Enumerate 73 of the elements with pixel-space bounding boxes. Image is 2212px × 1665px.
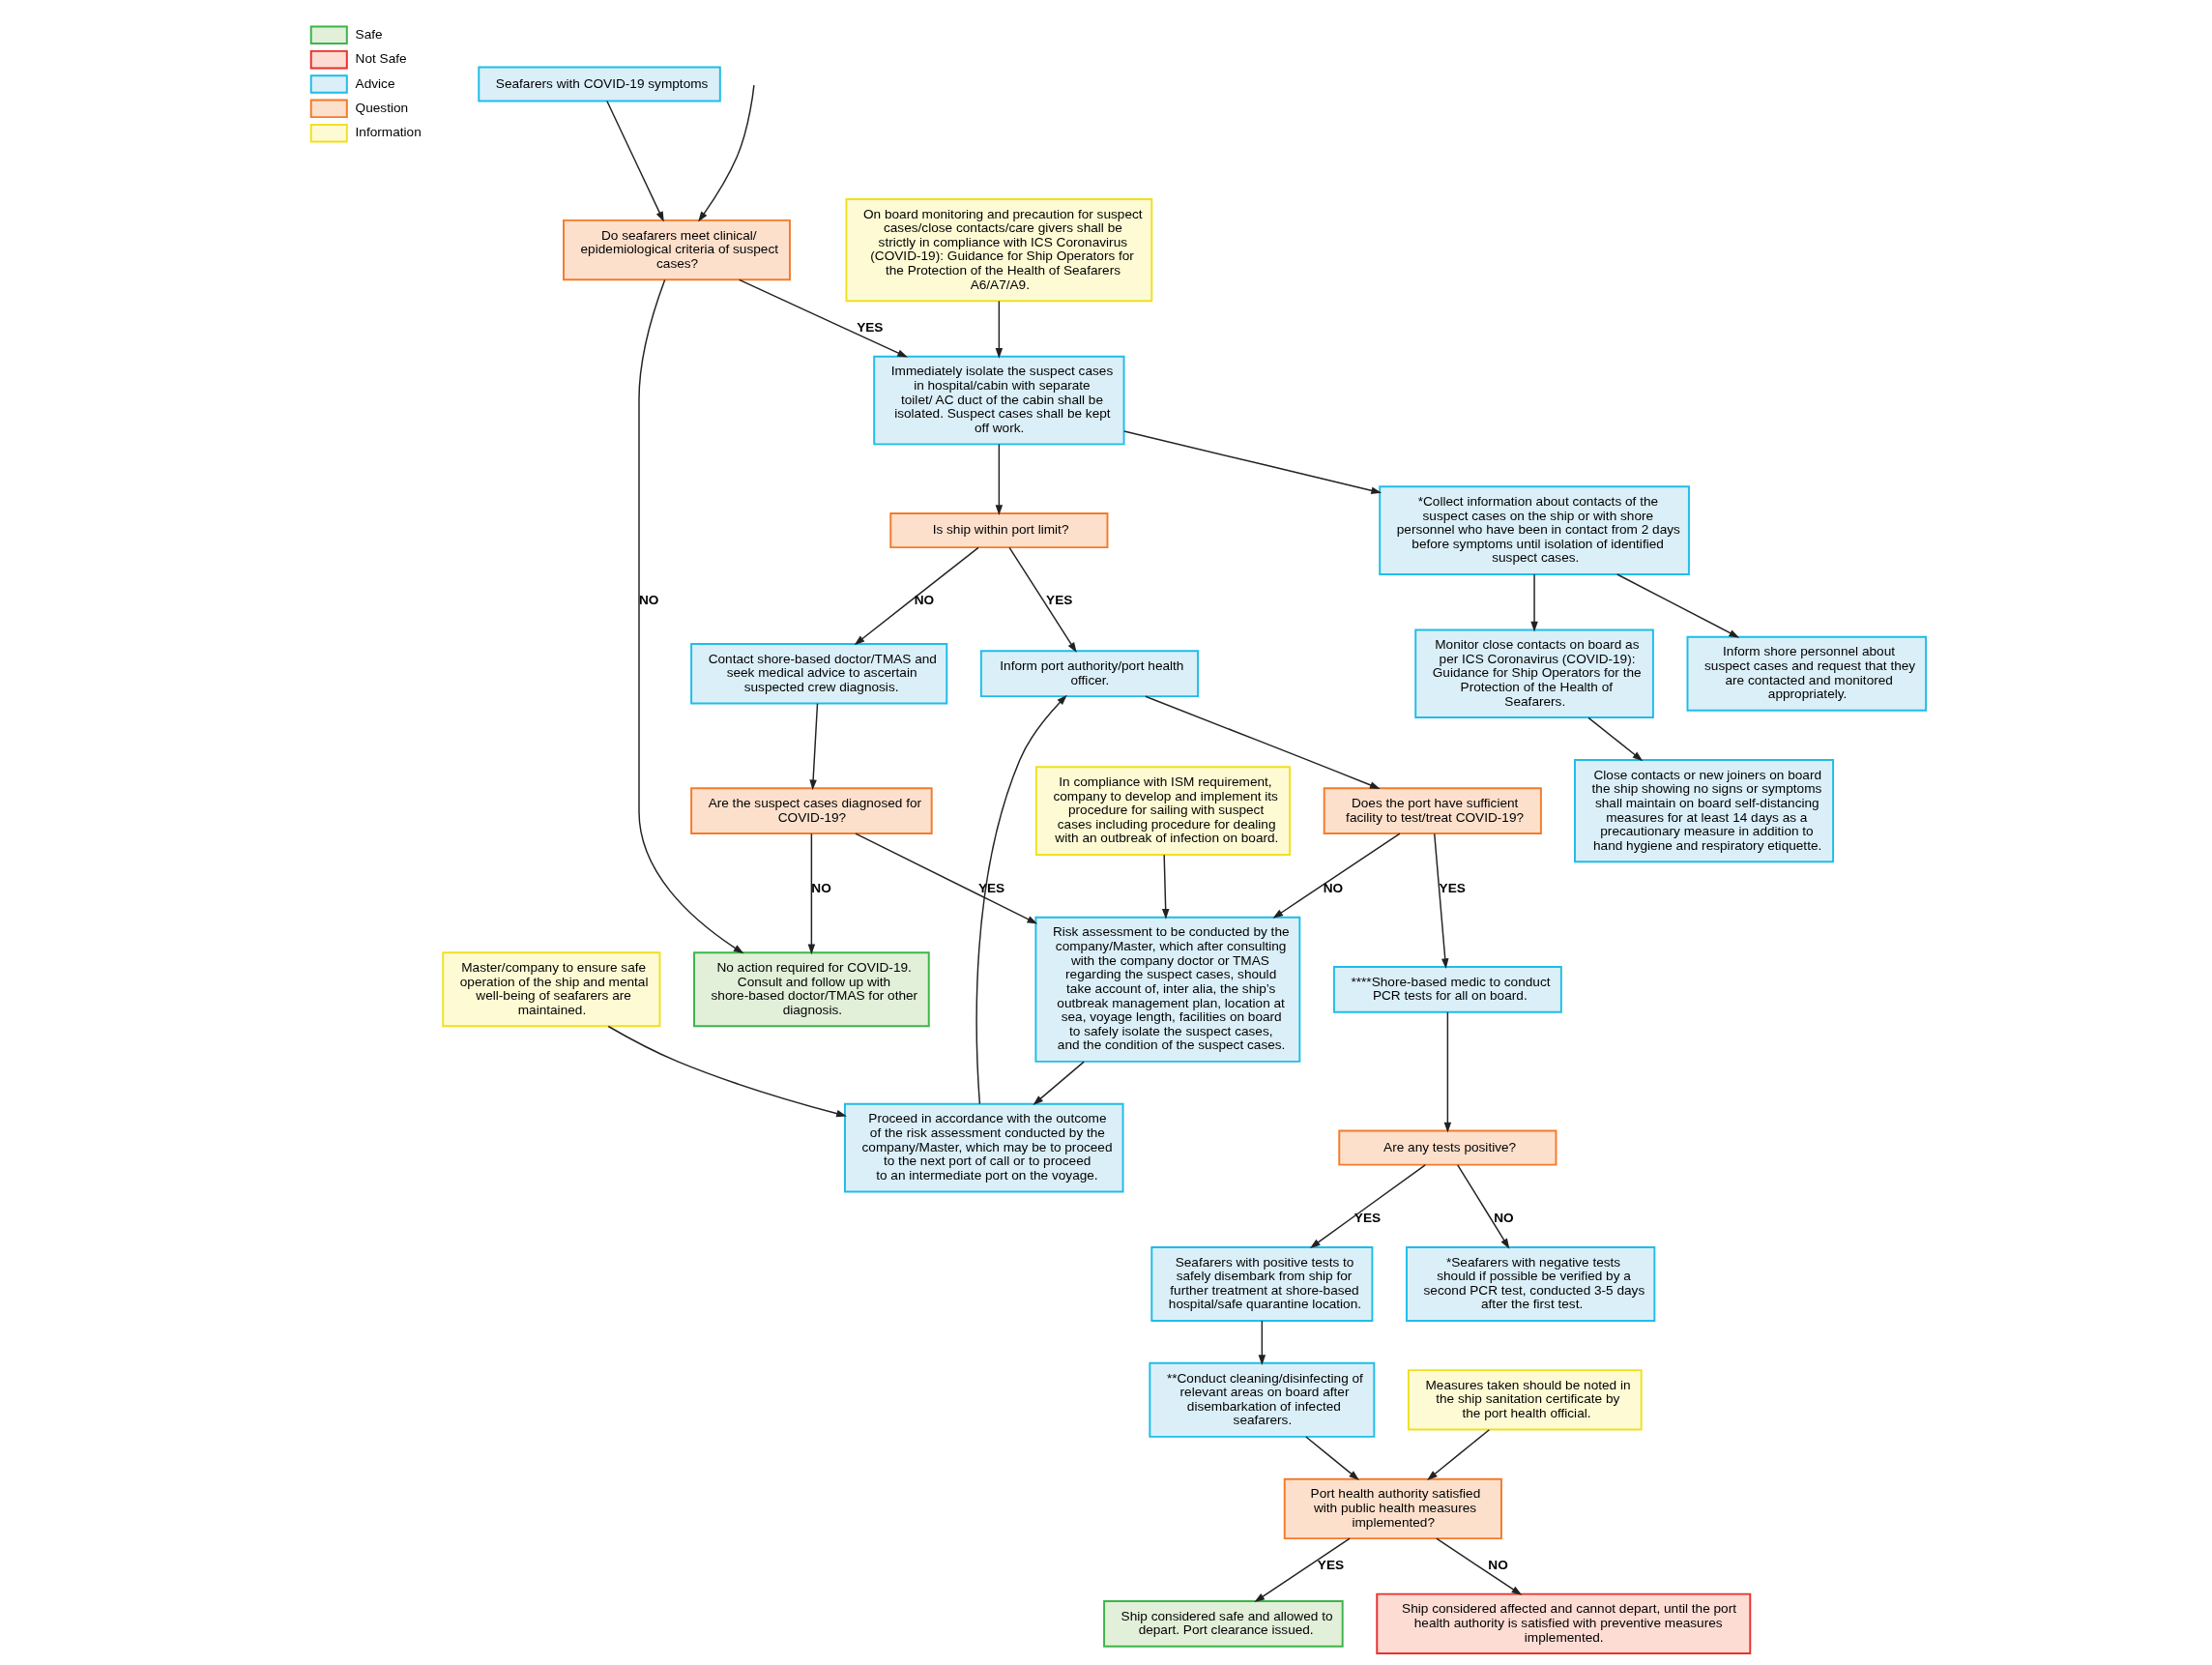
edge-label: NO [810,880,831,895]
arrow [1161,854,1169,920]
arrow [1144,695,1381,789]
node-box: *Collect information about contacts of the suspect cases on the ship or with shore personnel who have been in contact from 2 days before symptoms until isolation of identified suspect cases. [1378,485,1690,575]
arrow [1586,716,1643,762]
edge-label: YES [856,319,883,335]
node-box: Is ship within port limit? [888,512,1108,549]
node-box: ****Shore-based medic to conduct PCR tests for all on board. [1332,965,1562,1013]
edge-label: NO [914,593,934,608]
arrow [975,694,1067,1105]
arrow [1615,573,1739,638]
node-box: On board monitoring and precaution for suspect cases/close contacts/care givers shall be strictly in compliance with ICS Coronavirus (COVID-19): Guidance for Ship Operators for the Protection of the Health of Seafarers A6/A7/A9. [844,197,1152,303]
edge-label: YES [1353,1210,1381,1225]
legend-label: Information [355,125,422,140]
arrow [607,1025,847,1118]
node-box: Are the suspect cases diagnosed for COVID-19? [689,787,933,834]
node-box: *Seafarers with negative tests should if possible be verified by a second PCR test, conducted 3-5 days after the first test. [1405,1245,1655,1322]
node-box: Seafarers with COVID-19 symptoms [477,66,721,102]
node-box: Ship considered safe and allowed to depart. Port clearance issued. [1102,1600,1344,1648]
legend-label: Advice [355,75,394,91]
node-box: In compliance with ISM requirement, company to develop and implement its procedure for sailing with suspect cases including procedure for dealing with an outbreak of infection on board. [1034,766,1291,856]
legend-label: Safe [355,26,383,42]
arrow [808,703,818,791]
arrow [854,546,979,646]
node-box: Risk assessment to be conducted by the company/Master, which after consulting with the company doctor or TMAS regarding the suspect cases, should take account of, inter alia, the ship’s outbreak management plan, location at sea, voyage length, facilities on board to safely isolate the suspect cases, and the condition of the suspect cases. [1033,916,1300,1063]
node-box: Monitor close contacts on board as per ICS Coronavirus (COVID-19): Guidance for Ship Operators for the Protection of the Health of Seafarers. [1413,628,1654,719]
edge-label: YES [1439,880,1466,895]
node-box: Port health authority satisfied with public health measures implemented? [1283,1477,1502,1540]
node-box: Contact shore-based doctor/TMAS and seek medical advice to ascertain suspected crew diagnosis. [689,643,947,705]
arrow [854,832,1037,924]
arrow [1007,546,1077,654]
arrow [1443,1011,1451,1133]
edge-label: YES [1317,1557,1344,1572]
arrow [1426,1429,1490,1480]
edge-label: NO [1323,880,1343,895]
node-box: Master/company to ensure safe operation of the ship and mental well-being of seafarers are maintained. [441,951,660,1028]
legend-label: Question [355,100,408,115]
node-box: Are any tests positive? [1337,1129,1557,1166]
arrow [1304,1436,1359,1480]
arrow [1456,1164,1509,1249]
arrow [1258,1320,1266,1365]
arrow [1032,1061,1085,1105]
node-box: Do seafarers meet clinical/ epidemiological criteria of suspect cases? [562,219,791,281]
arrow [1529,573,1538,632]
node-box: Does the port have sufficient facility to test/treat COVID-19? [1323,787,1542,834]
arrow [697,84,755,222]
arrow [995,300,1003,359]
arrow [637,278,743,954]
node-box: Proceed in accordance with the outcome of the risk assessment conducted by the company/Master, which may be to proceed to the next port of call or to proceed to an intermediate port on the voyage. [843,1102,1124,1193]
arrow [995,443,1003,516]
arrow [738,278,908,358]
node-box: Ship considered affected and cannot depart, until the port health authority is satisfied with preventive measures implemented. [1375,1592,1751,1655]
arrow [1435,1537,1522,1595]
arrow [605,100,664,222]
node-box: Measures taken should be noted in the ship sanitation certificate by the port health official. [1407,1369,1643,1431]
node-box: **Conduct cleaning/disinfecting of relevant areas on board after disembarkation of infected seafarers. [1148,1361,1375,1438]
node-box: Immediately isolate the suspect cases in hospital/cabin with separate toilet/ AC duct of the cabin shall be isolated. Suspect cases shall be kept off work. [872,355,1124,446]
edge-label: NO [638,593,658,608]
node-box: Inform shore personnel about suspect cases and request that they are contacted and monitored appropriately. [1686,635,1927,712]
edge-label: YES [1045,593,1072,608]
arrow [1253,1537,1351,1603]
arrow [1309,1164,1426,1249]
node-box: Inform port authority/port health officer. [979,650,1199,698]
edge-label: NO [1493,1210,1514,1225]
legend-label: Not Safe [355,51,407,67]
arrow [1122,430,1382,494]
edge-label: NO [1487,1557,1508,1572]
node-box: No action required for COVID-19. Consult and follow up with shore-based doctor/TMAS for other diagnosis. [692,951,930,1028]
node-box: Close contacts or new joiners on board the ship showing no signs or symptoms shall maintain on board self-distancing measures for at least 14 days as a precautionary measure in addition to hand hygiene and respiratory etiquette. [1573,758,1834,863]
arrow [807,832,815,955]
arrow [1433,832,1448,970]
node-box: Seafarers with positive tests to safely disembark from ship for further treatment at shore-based hospital/safe quarantine location. [1150,1245,1373,1322]
arrow [1271,832,1401,919]
